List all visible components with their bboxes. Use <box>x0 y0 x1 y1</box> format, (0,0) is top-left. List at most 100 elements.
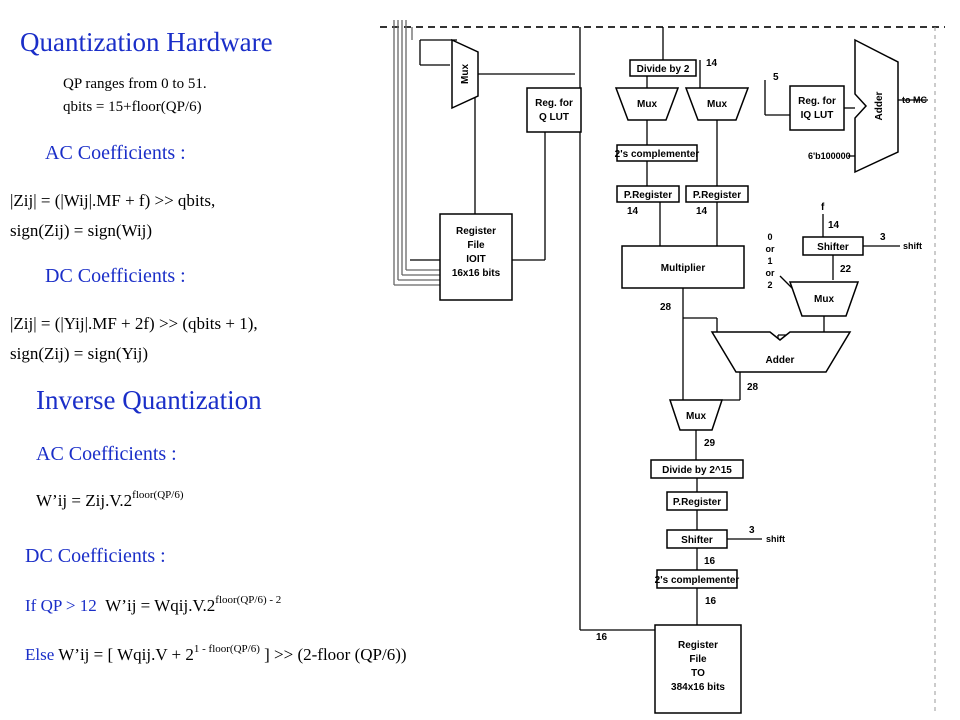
ac-equation-2-exponent: floor(QP/6) <box>132 489 184 501</box>
if-condition-label: If QP > 12 <box>25 596 97 615</box>
mux-bottom: Mux <box>668 399 724 431</box>
if-equation-exponent: floor(QP/6) - 2 <box>215 594 282 606</box>
dc-coefficients-heading-2: DC Coefficients : <box>25 545 166 567</box>
register-file-to-line2: File <box>689 654 707 665</box>
sel-0: 0 <box>767 232 772 242</box>
title-quantization-hardware: Quantization Hardware <box>20 27 273 57</box>
ac-coefficients-heading-2: AC Coefficients : <box>36 443 177 465</box>
else-equation-base: W’ij = [ Wqij.V + 2 <box>58 645 194 664</box>
p-register-bottom: P.Register <box>666 491 728 511</box>
width-14-right: 14 <box>696 206 708 217</box>
ac-equation-2-base: W’ij = Zij.V.2 <box>36 491 133 510</box>
mux-label: Mux <box>460 64 471 84</box>
adder-middle-label: Adder <box>766 355 795 366</box>
mux-top-left-label: Mux <box>637 99 657 110</box>
twos-complementer-top-label: 2's complementer <box>615 149 700 160</box>
title-inverse-quantization: Inverse Quantization <box>36 385 262 415</box>
p-register-left: P.Register <box>616 185 680 203</box>
sel-2: 2 <box>767 280 772 290</box>
adder-middle: Adder <box>710 331 852 373</box>
shift-top-label: shift <box>903 241 922 251</box>
p-register-left-label: P.Register <box>624 190 672 201</box>
mux-top-right: Mux <box>684 87 750 121</box>
width-14-top: 14 <box>706 58 718 69</box>
p-register-right: P.Register <box>685 185 749 203</box>
reg-q-lut: Reg. for Q LUT <box>526 87 582 133</box>
twos-complementer-bottom: 2's complementer <box>655 569 740 589</box>
qbits-note: qbits = 15+floor(QP/6) <box>63 99 202 115</box>
mux-bottom-label: Mux <box>686 411 706 422</box>
mux-constant-select-label: Mux <box>814 294 834 305</box>
register-file-to-line1: Register <box>678 640 718 651</box>
twos-complementer-bottom-label: 2's complementer <box>655 575 740 586</box>
width-14-left: 14 <box>627 206 639 217</box>
reg-iq-lut-line1: Reg. for <box>798 96 836 107</box>
reg-q-lut-line1: Reg. for <box>535 98 573 109</box>
shifter-bottom: Shifter <box>666 529 728 549</box>
multiplier-label: Multiplier <box>661 263 706 274</box>
to-mc-label: to MC <box>902 95 927 105</box>
shifter-top-label: Shifter <box>817 242 849 253</box>
mux-top-right-label: Mux <box>707 99 727 110</box>
dc-equation-1b: sign(Zij) = sign(Yij) <box>10 344 149 363</box>
width-3-shift-bottom: 3 <box>749 525 755 536</box>
register-file-to-line3: TO <box>691 668 705 679</box>
divide-by-2-label: Divide by 2 <box>637 64 690 75</box>
adder-top: Adder <box>854 38 899 174</box>
p-register-right-label: P.Register <box>693 190 741 201</box>
shifter-top: Shifter <box>802 236 864 256</box>
else-equation-tail: ] >> (2-floor (QP/6)) <box>264 645 407 664</box>
sel-or-2: or <box>766 268 775 278</box>
register-file-to: Register File TO 384x16 bits <box>654 624 742 714</box>
register-file-ioit-line2: File <box>467 240 485 251</box>
register-file-ioit-line4: 16x16 bits <box>452 268 501 279</box>
width-3-shift-top: 3 <box>880 232 886 243</box>
const-6b100000: 6'b100000 <box>808 151 851 161</box>
reg-q-lut-line2: Q LUT <box>539 112 569 123</box>
width-16-shifter: 16 <box>704 556 716 567</box>
mux-top-left: Mux <box>614 87 680 121</box>
ac-equation-1a: |Zij| = (|Wij|.MF + f) >> qbits, <box>10 191 216 210</box>
mux-input-select: Mux <box>451 38 479 110</box>
sel-1: 1 <box>767 256 772 266</box>
width-5: 5 <box>773 72 779 83</box>
else-label: Else <box>25 645 55 664</box>
dc-coefficients-heading-1: DC Coefficients : <box>45 265 186 287</box>
reg-iq-lut: Reg. for IQ LUT <box>789 85 845 131</box>
if-equation: If QP > 12 W’ij = Wqij.V.2floor(QP/6) - … <box>25 594 282 616</box>
else-equation-exponent: 1 - floor(QP/6) <box>193 643 260 655</box>
register-file-ioit: Register File IOIT 16x16 bits <box>439 213 513 301</box>
qp-range-note: QP ranges from 0 to 51. <box>63 76 207 92</box>
register-file-to-line4: 384x16 bits <box>671 682 725 693</box>
shift-bottom-label: shift <box>766 534 785 544</box>
ac-coefficients-heading-1: AC Coefficients : <box>45 142 186 164</box>
width-28-adder: 28 <box>747 382 759 393</box>
register-file-ioit-line3: IOIT <box>466 254 485 265</box>
reg-iq-lut-line2: IQ LUT <box>801 110 834 121</box>
width-16-comp: 16 <box>705 596 717 607</box>
ac-equation-1b: sign(Zij) = sign(Wij) <box>10 221 153 240</box>
multiplier: Multiplier <box>621 245 745 289</box>
sel-or-1: or <box>766 244 775 254</box>
ac-equation-2: W’ij = Zij.V.2floor(QP/6) <box>36 489 184 511</box>
if-equation-base: W’ij = Wqij.V.2 <box>105 596 216 615</box>
width-29: 29 <box>704 438 716 449</box>
width-28-mult: 28 <box>660 302 672 313</box>
f-label: f <box>821 202 825 213</box>
mux-constant-select: Mux <box>788 281 860 317</box>
p-register-bottom-label: P.Register <box>673 497 721 508</box>
width-14-f: 14 <box>828 220 840 231</box>
divide-by-2-15: Divide by 2^15 <box>650 459 744 479</box>
width-16-feedback: 16 <box>596 632 608 643</box>
divide-by-2: Divide by 2 <box>629 59 697 77</box>
else-equation: Else W’ij = [ Wqij.V + 21 - floor(QP/6) … <box>25 643 407 665</box>
shifter-bottom-label: Shifter <box>681 535 713 546</box>
twos-complementer-top: 2's complementer <box>615 144 700 162</box>
left-bus-lines <box>393 20 655 631</box>
width-22: 22 <box>840 264 852 275</box>
adder-top-label: Adder <box>874 91 885 120</box>
register-file-ioit-line1: Register <box>456 226 496 237</box>
divide-by-2-15-label: Divide by 2^15 <box>662 465 732 476</box>
dc-equation-1a: |Zij| = (|Yij|.MF + 2f) >> (qbits + 1), <box>10 314 258 333</box>
